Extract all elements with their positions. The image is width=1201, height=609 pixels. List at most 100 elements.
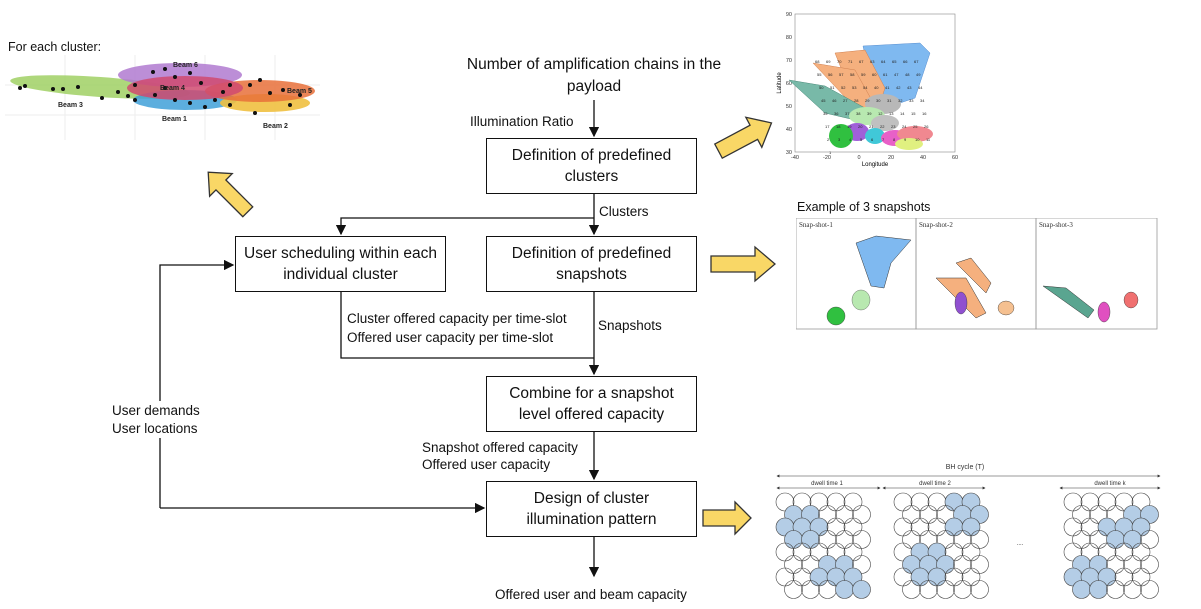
map-cell-label: 67 bbox=[859, 59, 864, 64]
map-xtick: -40 bbox=[791, 155, 799, 161]
label-user-locations: User locations bbox=[112, 419, 198, 438]
map-cell-label: 1 bbox=[829, 150, 832, 155]
beam-cell bbox=[801, 580, 820, 599]
map-cell-label: 4 bbox=[849, 137, 852, 142]
map-cell-label: 61 bbox=[883, 72, 888, 77]
label-snapshot-capacity: Snapshot offered capacity bbox=[422, 440, 578, 455]
box-predefined-snapshots: Definition of predefined snapshots bbox=[486, 236, 697, 292]
beam-cell bbox=[953, 580, 972, 599]
map-ytick: 40 bbox=[786, 127, 792, 133]
snapshot-figure: Snap-shot-1 Snap-shot-2 Snap-shot-3 bbox=[796, 218, 1158, 330]
map-xtick: -20 bbox=[823, 155, 831, 161]
map-cell-label: 15 bbox=[911, 111, 916, 116]
map-cell-label: 3 bbox=[838, 137, 841, 142]
map-ytick: 30 bbox=[786, 150, 792, 156]
map-cell-label: 65 bbox=[892, 59, 897, 64]
map-cell-label: 24 bbox=[902, 124, 907, 129]
arrow-demands-to-scheduling bbox=[159, 259, 235, 508]
map-cell-label: 37 bbox=[845, 111, 850, 116]
box-illumination-pattern: Design of cluster illumination pattern bbox=[486, 481, 697, 537]
map-cell-label: 54 bbox=[863, 85, 868, 90]
snapshot-1-label: Snap-shot-1 bbox=[799, 221, 833, 229]
snapshot-2-label: Snap-shot-2 bbox=[919, 221, 953, 229]
label-offered-user-capacity: Offered user capacity bbox=[422, 457, 551, 472]
beam-cell bbox=[818, 580, 837, 599]
map-cell-label: 43 bbox=[907, 85, 912, 90]
map-cell-label: 33 bbox=[909, 98, 914, 103]
map-cell-label: 30 bbox=[876, 98, 881, 103]
beam-2-label: Beam 2 bbox=[263, 123, 288, 130]
map-cell-label: 29 bbox=[865, 98, 870, 103]
map-cell-label: 13 bbox=[889, 111, 894, 116]
map-ytick: 60 bbox=[786, 81, 792, 87]
map-xlabel: Longitude bbox=[862, 162, 889, 168]
map-cell-label: 26 bbox=[924, 124, 929, 129]
map-cell-label: 36 bbox=[834, 111, 839, 116]
map-cell-label: 58 bbox=[850, 72, 855, 77]
beam-cell bbox=[919, 580, 938, 599]
map-cell-label: 56 bbox=[828, 72, 833, 77]
map-cell-label: 19 bbox=[847, 124, 852, 129]
map-cell-label: 68 bbox=[815, 59, 820, 64]
label-user-demands: User demands bbox=[112, 401, 200, 420]
map-cell-label: 63 bbox=[870, 59, 875, 64]
beam-cell bbox=[784, 580, 803, 599]
bh-cycle-title: BH cycle (T) bbox=[946, 464, 985, 471]
map-ytick: 90 bbox=[786, 12, 792, 18]
snapshot-figure-title: Example of 3 snapshots bbox=[797, 198, 931, 217]
map-cell-label: 48 bbox=[905, 72, 910, 77]
cluster-beam-figure: Beam 4 Beam 6 Beam 3 Beam 1 Beam 5 Beam … bbox=[5, 55, 320, 140]
beam-cell bbox=[936, 580, 955, 599]
map-cell-label: 6 bbox=[871, 137, 874, 142]
illumination-ratio-label: Illumination Ratio bbox=[470, 112, 574, 131]
map-cell-label: 45 bbox=[821, 98, 826, 103]
map-cell-label: 32 bbox=[898, 98, 903, 103]
map-cell-label: 28 bbox=[854, 98, 859, 103]
map-cell-label: 10 bbox=[915, 137, 920, 142]
map-cell-label: 41 bbox=[885, 85, 890, 90]
map-ylabel: Latitude bbox=[777, 72, 783, 94]
map-xtick: 0 bbox=[857, 155, 860, 161]
map-cell-label: 12 bbox=[878, 111, 883, 116]
map-cell-label: 71 bbox=[848, 59, 853, 64]
beam-cell bbox=[902, 580, 921, 599]
map-cell-label: 20 bbox=[858, 124, 863, 129]
map-cell-label: 35 bbox=[823, 111, 828, 116]
map-ytick: 70 bbox=[786, 58, 792, 64]
label-output: Offered user and beam capacity bbox=[495, 587, 687, 602]
ellipsis: .... bbox=[1017, 541, 1024, 547]
box-combine-capacity: Combine for a snapshot level offered cap… bbox=[486, 376, 697, 432]
map-cell-label: 9 bbox=[904, 137, 907, 142]
beam-cell-illuminated bbox=[1072, 580, 1091, 599]
snapshot-1-panel bbox=[826, 235, 912, 326]
beam-cell-illuminated bbox=[835, 580, 854, 599]
map-ytick: 80 bbox=[786, 35, 792, 41]
map-cell-label: 23 bbox=[891, 124, 896, 129]
beam-1-label: Beam 1 bbox=[162, 116, 187, 123]
snapshot-3-label: Snap-shot-3 bbox=[1039, 221, 1073, 229]
map-cell-label: 69 bbox=[826, 59, 831, 64]
beam-6-label: Beam 6 bbox=[173, 62, 198, 69]
map-xtick: 60 bbox=[952, 155, 958, 161]
label-snapshots: Snapshots bbox=[598, 318, 662, 333]
arrow-clusters-to-scheduling bbox=[335, 217, 594, 236]
map-cell-label: 60 bbox=[872, 72, 877, 77]
map-cell-label: 47 bbox=[894, 72, 899, 77]
yellow-arrow-to-cluster-figure bbox=[207, 171, 254, 218]
beam-cell bbox=[1140, 580, 1159, 599]
map-cell-label: 40 bbox=[874, 85, 879, 90]
map-cell-label: 66 bbox=[903, 59, 908, 64]
snapshot-2-panel bbox=[935, 257, 1015, 319]
map-cell-label: 34 bbox=[920, 98, 925, 103]
map-cell-label: 16 bbox=[922, 111, 927, 116]
map-cell-label: 7 bbox=[882, 137, 885, 142]
beam-cell-illuminated bbox=[1089, 580, 1108, 599]
map-cell-label: 52 bbox=[841, 85, 846, 90]
map-cell-label: 31 bbox=[887, 98, 892, 103]
map-ytick: 50 bbox=[786, 104, 792, 110]
map-cell-label: 14 bbox=[900, 111, 905, 116]
beam-cell bbox=[1106, 580, 1125, 599]
beam-cell bbox=[970, 580, 989, 599]
